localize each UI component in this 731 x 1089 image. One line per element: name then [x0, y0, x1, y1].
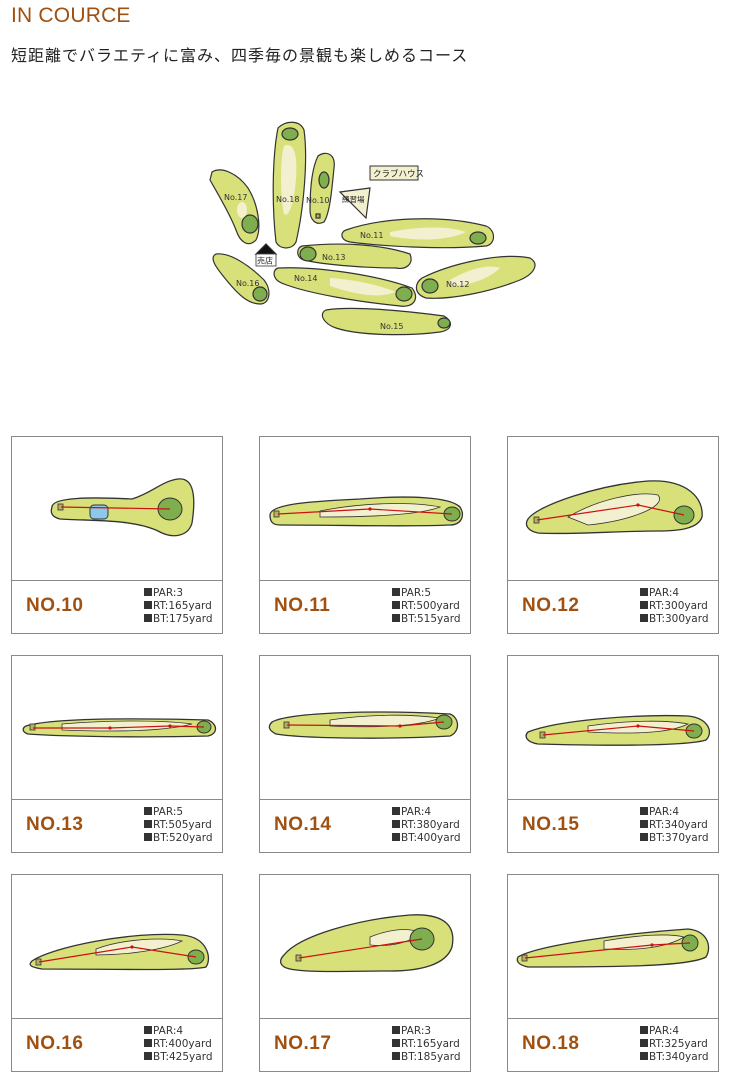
hole-card-grid: NO.10 PAR:3 RT:165yard BT:175yard NO.11 … — [11, 436, 723, 1076]
overview-hole-13 — [297, 243, 412, 269]
hole-info: PAR:4 RT:380yard BT:400yard — [392, 806, 461, 845]
course-overview-map[interactable]: クラブハウス 練習場 売店 No.10 No.11 No.12 No.13 No… — [200, 118, 540, 343]
hole-number: NO.16 — [26, 1033, 84, 1054]
hole-rt: RT:505yard — [153, 819, 212, 831]
overview-label-no14: No.14 — [294, 274, 317, 283]
hole-par: PAR:4 — [401, 806, 432, 818]
hole-card-17[interactable]: NO.17 PAR:3 RT:165yard BT:185yard — [259, 874, 471, 1072]
hole-map-10 — [12, 478, 222, 581]
hole-card-12[interactable]: NO.12 PAR:4 RT:300yard BT:300yard — [507, 436, 719, 634]
hole-bt: BT:300yard — [649, 613, 709, 625]
hole-par: PAR:3 — [401, 1025, 432, 1037]
overview-label-no11: No.11 — [360, 231, 383, 240]
hole-par: PAR:3 — [153, 587, 184, 599]
hole-bt: BT:520yard — [153, 832, 213, 844]
hole-par: PAR:4 — [649, 806, 680, 818]
hole-par: PAR:4 — [153, 1025, 184, 1037]
hole-par: PAR:5 — [401, 587, 432, 599]
hole-par: PAR:4 — [649, 587, 680, 599]
overview-label-no15: No.15 — [380, 322, 403, 331]
hole-card-16[interactable]: NO.16 PAR:4 RT:400yard BT:425yard — [11, 874, 223, 1072]
hole-bt: BT:370yard — [649, 832, 709, 844]
hole-info: PAR:4 RT:300yard BT:300yard — [640, 587, 709, 626]
hole-rt: RT:380yard — [401, 819, 460, 831]
hole-number: NO.11 — [274, 595, 331, 616]
hole-map-18 — [508, 928, 718, 1019]
hole-rt: RT:340yard — [649, 819, 708, 831]
hole-number: NO.17 — [274, 1033, 332, 1054]
hole-number: NO.10 — [26, 595, 84, 616]
hole-number: NO.18 — [522, 1033, 580, 1054]
hole-map-15 — [508, 714, 718, 800]
overview-label-no12: No.12 — [446, 280, 469, 289]
hole-card-18[interactable]: NO.18 PAR:4 RT:325yard BT:340yard — [507, 874, 719, 1072]
hole-rt: RT:300yard — [649, 600, 708, 612]
hole-card-14[interactable]: NO.14 PAR:4 RT:380yard BT:400yard — [259, 655, 471, 853]
overview-label-no17: No.17 — [224, 193, 247, 202]
hole-bt: BT:515yard — [401, 613, 461, 625]
hole-par: PAR:4 — [649, 1025, 680, 1037]
hole-rt: RT:165yard — [401, 1038, 460, 1050]
hole-card-10[interactable]: NO.10 PAR:3 RT:165yard BT:175yard — [11, 436, 223, 634]
hole-bt: BT:175yard — [153, 613, 213, 625]
hole-info: PAR:5 RT:505yard BT:520yard — [144, 806, 213, 845]
hole-par: PAR:5 — [153, 806, 184, 818]
hole-card-11[interactable]: NO.11 PAR:5 RT:500yard BT:515yard — [259, 436, 471, 634]
hole-rt: RT:165yard — [153, 600, 212, 612]
hole-number: NO.12 — [522, 595, 580, 616]
page-title: IN COURCE — [11, 4, 131, 27]
overview-hole-15 — [321, 307, 451, 336]
overview-shop-icon — [254, 243, 278, 255]
hole-info: PAR:4 RT:325yard BT:340yard — [640, 1025, 709, 1064]
hole-map-14 — [260, 711, 470, 800]
hole-map-12 — [508, 480, 718, 581]
hole-bt: BT:400yard — [401, 832, 461, 844]
hole-rt: RT:500yard — [401, 600, 460, 612]
hole-info: PAR:3 RT:165yard BT:185yard — [392, 1025, 461, 1064]
overview-label-no13: No.13 — [322, 253, 345, 262]
overview-label-no16: No.16 — [236, 279, 259, 288]
hole-map-11 — [260, 496, 470, 581]
hole-card-15[interactable]: NO.15 PAR:4 RT:340yard BT:370yard — [507, 655, 719, 853]
overview-label-no10: No.10 — [306, 196, 329, 205]
hole-number: NO.13 — [26, 814, 84, 835]
overview-practice-label: 練習場 — [342, 194, 365, 204]
hole-rt: RT:400yard — [153, 1038, 212, 1050]
hole-bt: BT:425yard — [153, 1051, 213, 1063]
hole-map-17 — [260, 914, 470, 1019]
hole-info: PAR:4 RT:400yard BT:425yard — [144, 1025, 213, 1064]
overview-hole-10 — [309, 152, 335, 224]
hole-info: PAR:5 RT:500yard BT:515yard — [392, 587, 461, 626]
hole-number: NO.15 — [522, 814, 580, 835]
overview-label-no18: No.18 — [276, 195, 299, 204]
hole-card-13[interactable]: NO.13 PAR:5 RT:505yard BT:520yard — [11, 655, 223, 853]
hole-rt: RT:325yard — [649, 1038, 708, 1050]
overview-shop-label: 売店 — [257, 256, 273, 266]
hole-number: NO.14 — [274, 814, 332, 835]
hole-bt: BT:185yard — [401, 1051, 461, 1063]
hole-map-16 — [12, 933, 222, 1019]
overview-clubhouse-label: クラブハウス — [373, 169, 424, 180]
overview-practice-area — [338, 187, 371, 220]
hole-info: PAR:3 RT:165yard BT:175yard — [144, 587, 213, 626]
hole-bt: BT:340yard — [649, 1051, 709, 1063]
hole-info: PAR:4 RT:340yard BT:370yard — [640, 806, 709, 845]
hole-map-13 — [12, 718, 222, 800]
page-subtitle: 短距離でバラエティに富み、四季毎の景観も楽しめるコース — [11, 46, 469, 65]
